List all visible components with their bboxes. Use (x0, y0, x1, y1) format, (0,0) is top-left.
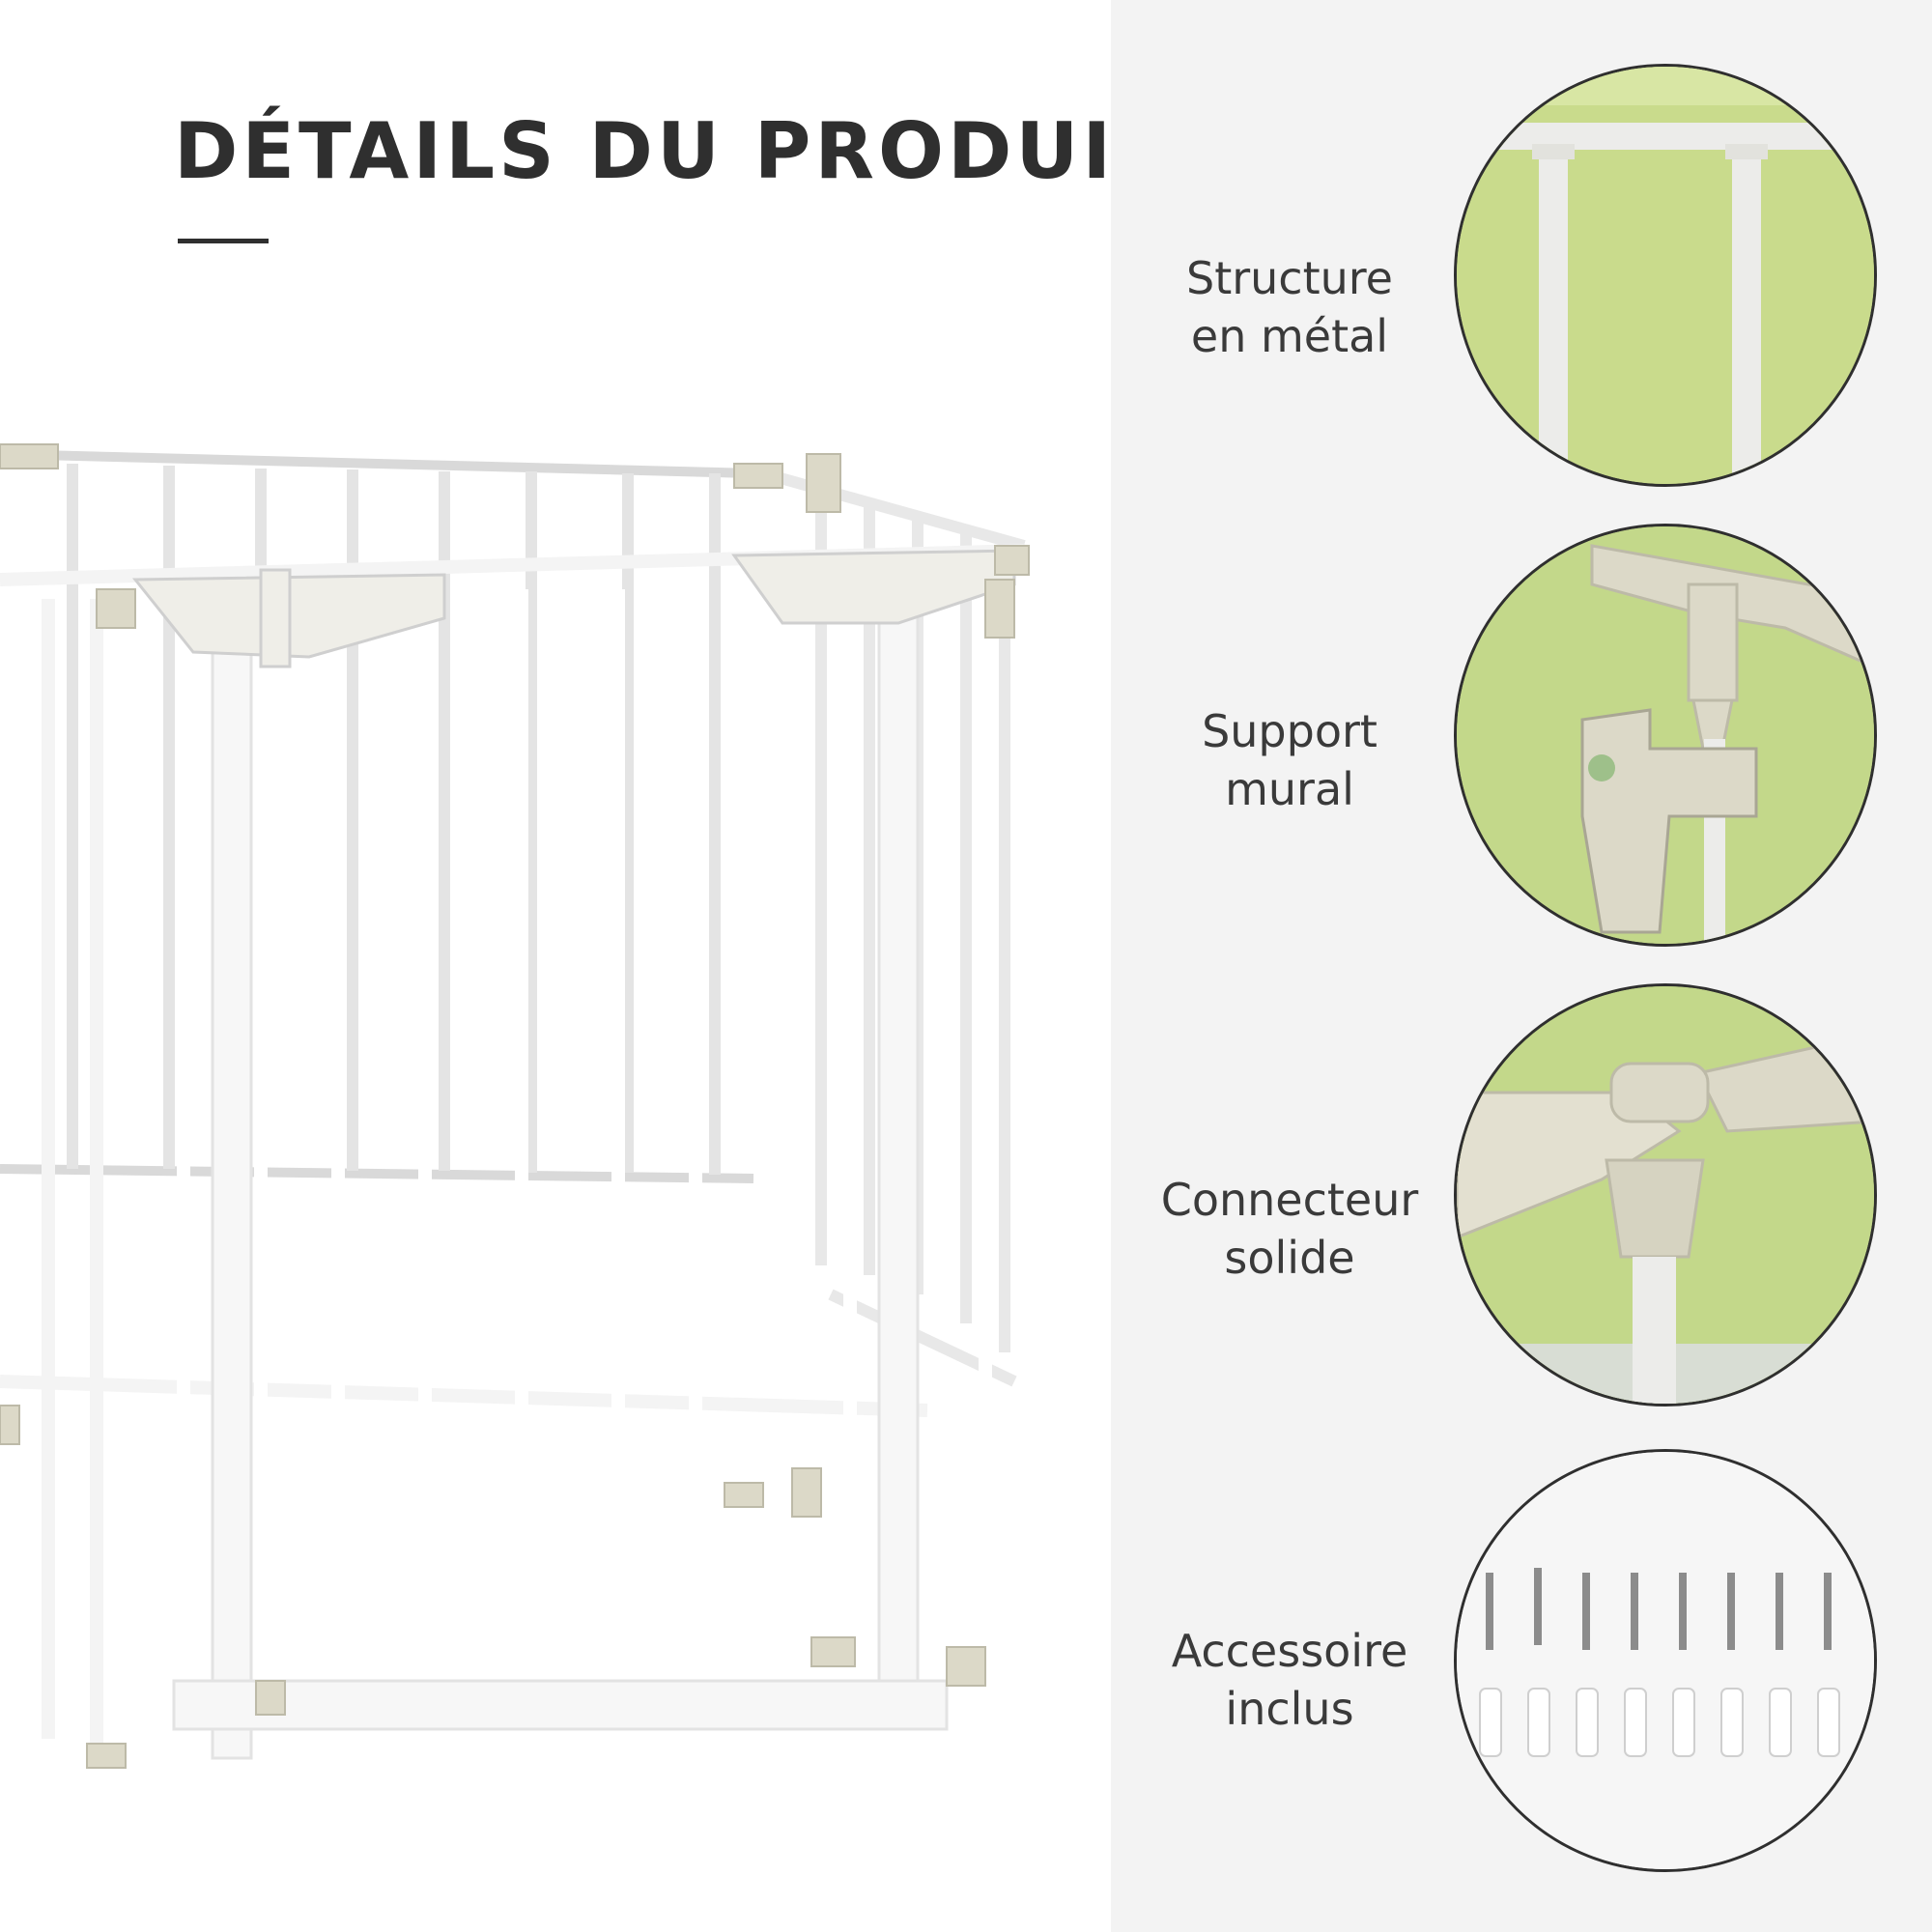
left-panel: DÉTAILS DU PRODUIT (0, 106, 1168, 1769)
feature-label-wall-mount: Support mural (1140, 702, 1439, 818)
playpen-image (0, 443, 1030, 1769)
metal-frame-closeup-image (1454, 64, 1877, 487)
page-title: DÉTAILS DU PRODUIT (174, 106, 1172, 196)
wall-mount-closeup-image (1454, 524, 1877, 947)
feature-label-line1: Structure (1186, 252, 1393, 304)
feature-label-metal-structure: Structure en métal (1140, 249, 1439, 365)
feature-label-line2: mural (1225, 763, 1354, 815)
feature-label-line2: solide (1224, 1232, 1355, 1284)
title-underline (178, 239, 269, 243)
feature-label-line1: Connecteur (1160, 1174, 1419, 1226)
playpen-connectors (0, 443, 1030, 1769)
playpen-back-panel (0, 449, 754, 1183)
wall-anchors (1479, 1688, 1840, 1757)
gate-latch (131, 549, 1016, 668)
screws (1486, 1568, 1832, 1650)
feature-label-line1: Accessoire (1171, 1625, 1408, 1677)
feature-label-line2: en métal (1190, 310, 1389, 362)
feature-label-line2: inclus (1225, 1683, 1354, 1735)
feature-label-connector: Connecteur solide (1140, 1171, 1439, 1287)
feature-label-accessories: Accessoire inclus (1140, 1622, 1439, 1738)
screws-anchors-closeup-image (1454, 1449, 1877, 1872)
feature-label-line1: Support (1202, 705, 1378, 757)
connector-closeup-image (1454, 983, 1877, 1406)
